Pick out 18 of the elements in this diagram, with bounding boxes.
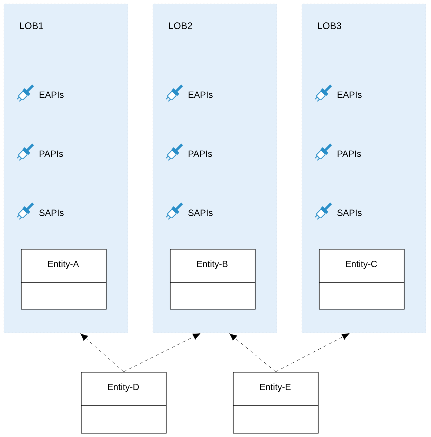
entity-box: Entity-B (170, 249, 256, 310)
entity-box: Entity-D (80, 372, 167, 434)
api-label: EAPIs (338, 92, 362, 98)
api-label: EAPIs (40, 92, 64, 98)
api-label: SAPIs (338, 210, 362, 216)
api-label: PAPIs (188, 150, 212, 158)
api-label: SAPIs (188, 210, 213, 216)
api-label: PAPIs (338, 150, 362, 158)
api-label: PAPIs (40, 150, 64, 158)
entity-box: Entity-C (318, 249, 405, 310)
arrow (124, 334, 201, 372)
entity-box: Entity-A (20, 249, 107, 310)
arrow (80, 334, 124, 372)
entity-box: Entity-E (232, 372, 319, 434)
api-label: SAPIs (40, 210, 64, 216)
arrow (230, 334, 276, 372)
arrow (276, 334, 350, 372)
api-label: EAPIs (188, 92, 213, 98)
